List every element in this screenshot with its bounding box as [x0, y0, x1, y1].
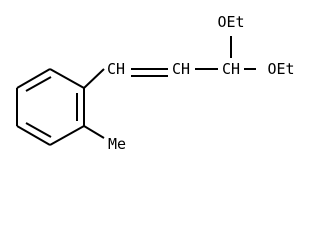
aryl-vinyl-bond — [83, 68, 105, 89]
ch-label-vinyl-2: CH — [172, 60, 190, 78]
ch-label-vinyl-1: CH — [107, 60, 125, 78]
ethoxy-label-right: OEt — [267, 60, 294, 78]
ch-label-acetal: CH — [222, 60, 240, 78]
ring-bond — [16, 68, 51, 89]
ring-bond — [49, 68, 85, 89]
ring-bond — [16, 125, 51, 146]
ethoxy-label-top: OEt — [217, 13, 244, 31]
ring-inner-double-bond — [25, 76, 52, 92]
methyl-bond — [83, 125, 105, 139]
ring-inner-double-bond — [25, 122, 52, 138]
methyl-label: Me — [108, 135, 126, 153]
structure-diagram: CH CH CH OEt OEt Me — [16, 13, 295, 153]
ring-bond — [49, 125, 85, 146]
benzene-ring — [16, 68, 85, 146]
